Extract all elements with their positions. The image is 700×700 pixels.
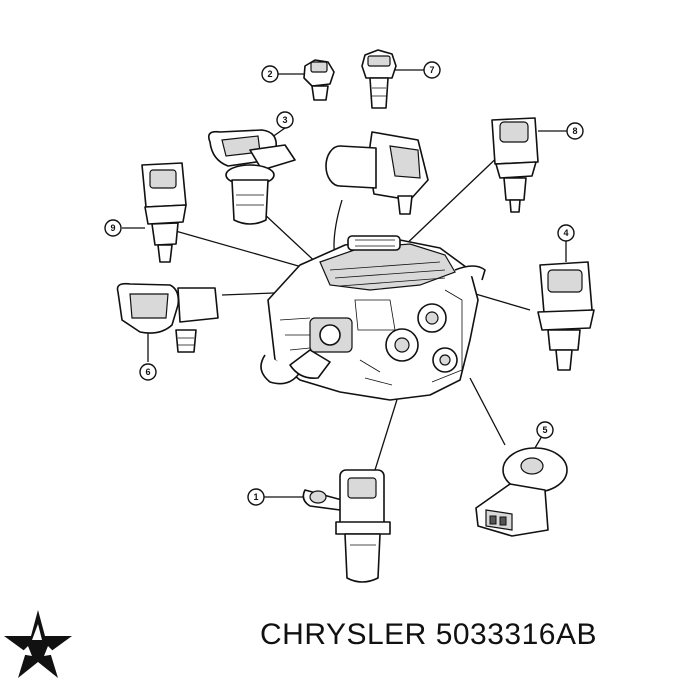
brand-name: CHRYSLER xyxy=(260,618,427,651)
part-8-temperature-sender xyxy=(491,117,539,213)
callout-6: 6 xyxy=(139,363,157,381)
callout-3: 3 xyxy=(276,111,294,129)
svg-text:5: 5 xyxy=(542,425,547,435)
svg-text:4: 4 xyxy=(563,228,568,238)
svg-text:8: 8 xyxy=(572,126,577,136)
part-7-bolt-sensor xyxy=(361,49,397,109)
chrysler-pentastar-icon xyxy=(4,610,72,678)
svg-text:7: 7 xyxy=(429,65,434,75)
part-9-temperature-sensor xyxy=(141,162,187,263)
part-2-bolt-sensor xyxy=(303,59,335,101)
map-sensor xyxy=(325,131,429,215)
svg-text:6: 6 xyxy=(145,367,150,377)
part-6-pressure-sensor xyxy=(116,282,219,353)
svg-text:3: 3 xyxy=(282,115,287,125)
callout-8: 8 xyxy=(566,122,584,140)
leader-lines xyxy=(122,69,567,498)
engine-assembly xyxy=(260,235,486,401)
callout-4: 4 xyxy=(557,224,575,242)
callout-1: 1 xyxy=(247,488,265,506)
part-3-cam-sensor xyxy=(207,129,296,225)
callout-7: 7 xyxy=(423,61,441,79)
part-5-knock-sensor xyxy=(475,447,568,537)
part-number: 5033316AB xyxy=(435,618,597,651)
callout-2: 2 xyxy=(261,65,279,83)
svg-text:1: 1 xyxy=(253,492,258,502)
callout-5: 5 xyxy=(536,421,554,439)
part-caption: CHRYSLER 5033316AB xyxy=(260,618,597,652)
svg-text:2: 2 xyxy=(267,69,272,79)
callout-9: 9 xyxy=(104,219,122,237)
part-1-position-sensor xyxy=(302,469,391,583)
part-4-temperature-sensor xyxy=(537,261,595,371)
svg-text:9: 9 xyxy=(110,223,115,233)
